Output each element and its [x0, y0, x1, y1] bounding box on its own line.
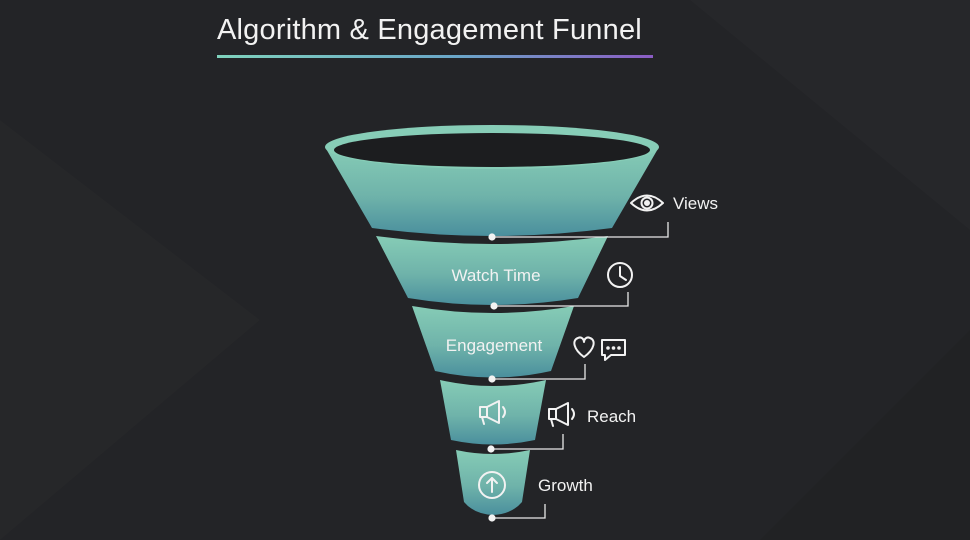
stage-label-growth: Growth	[538, 476, 593, 495]
connector-reach	[491, 434, 564, 450]
connector-dot	[488, 514, 496, 522]
stage-label-engagement: Engagement	[446, 336, 543, 355]
arrow-up-circle-icon	[478, 471, 506, 499]
page-title: Algorithm & Engagement Funnel	[217, 14, 642, 46]
funnel-segment-engagement	[412, 306, 574, 378]
heart-icon	[573, 336, 595, 358]
funnel-segment-watch-time	[376, 236, 608, 305]
megaphone-icon	[479, 400, 506, 425]
background-facet	[690, 0, 970, 230]
stage-label-views: Views	[673, 194, 718, 213]
title-underline	[217, 55, 653, 58]
megaphone-icon	[548, 402, 575, 427]
funnel-segment-reach	[440, 380, 546, 445]
connector-dot	[488, 375, 496, 383]
connector-growth	[492, 504, 546, 519]
connector-views	[492, 222, 669, 238]
background-facet	[0, 120, 260, 540]
connector-dot	[490, 302, 498, 310]
clock-icon	[607, 262, 633, 288]
background-facet	[760, 330, 970, 540]
funnel-opening	[334, 133, 650, 167]
connector-dot	[488, 233, 496, 241]
connector-watch-time	[494, 292, 629, 307]
comment-icon	[601, 339, 626, 361]
connector-dot	[487, 445, 495, 453]
stage-label-reach: Reach	[587, 407, 636, 426]
connector-lines	[491, 222, 669, 519]
funnel-segment-views	[325, 147, 659, 236]
connector-engagement	[492, 364, 586, 380]
eye-icon	[630, 194, 664, 212]
stage-label-watch-time: Watch Time	[451, 266, 540, 285]
